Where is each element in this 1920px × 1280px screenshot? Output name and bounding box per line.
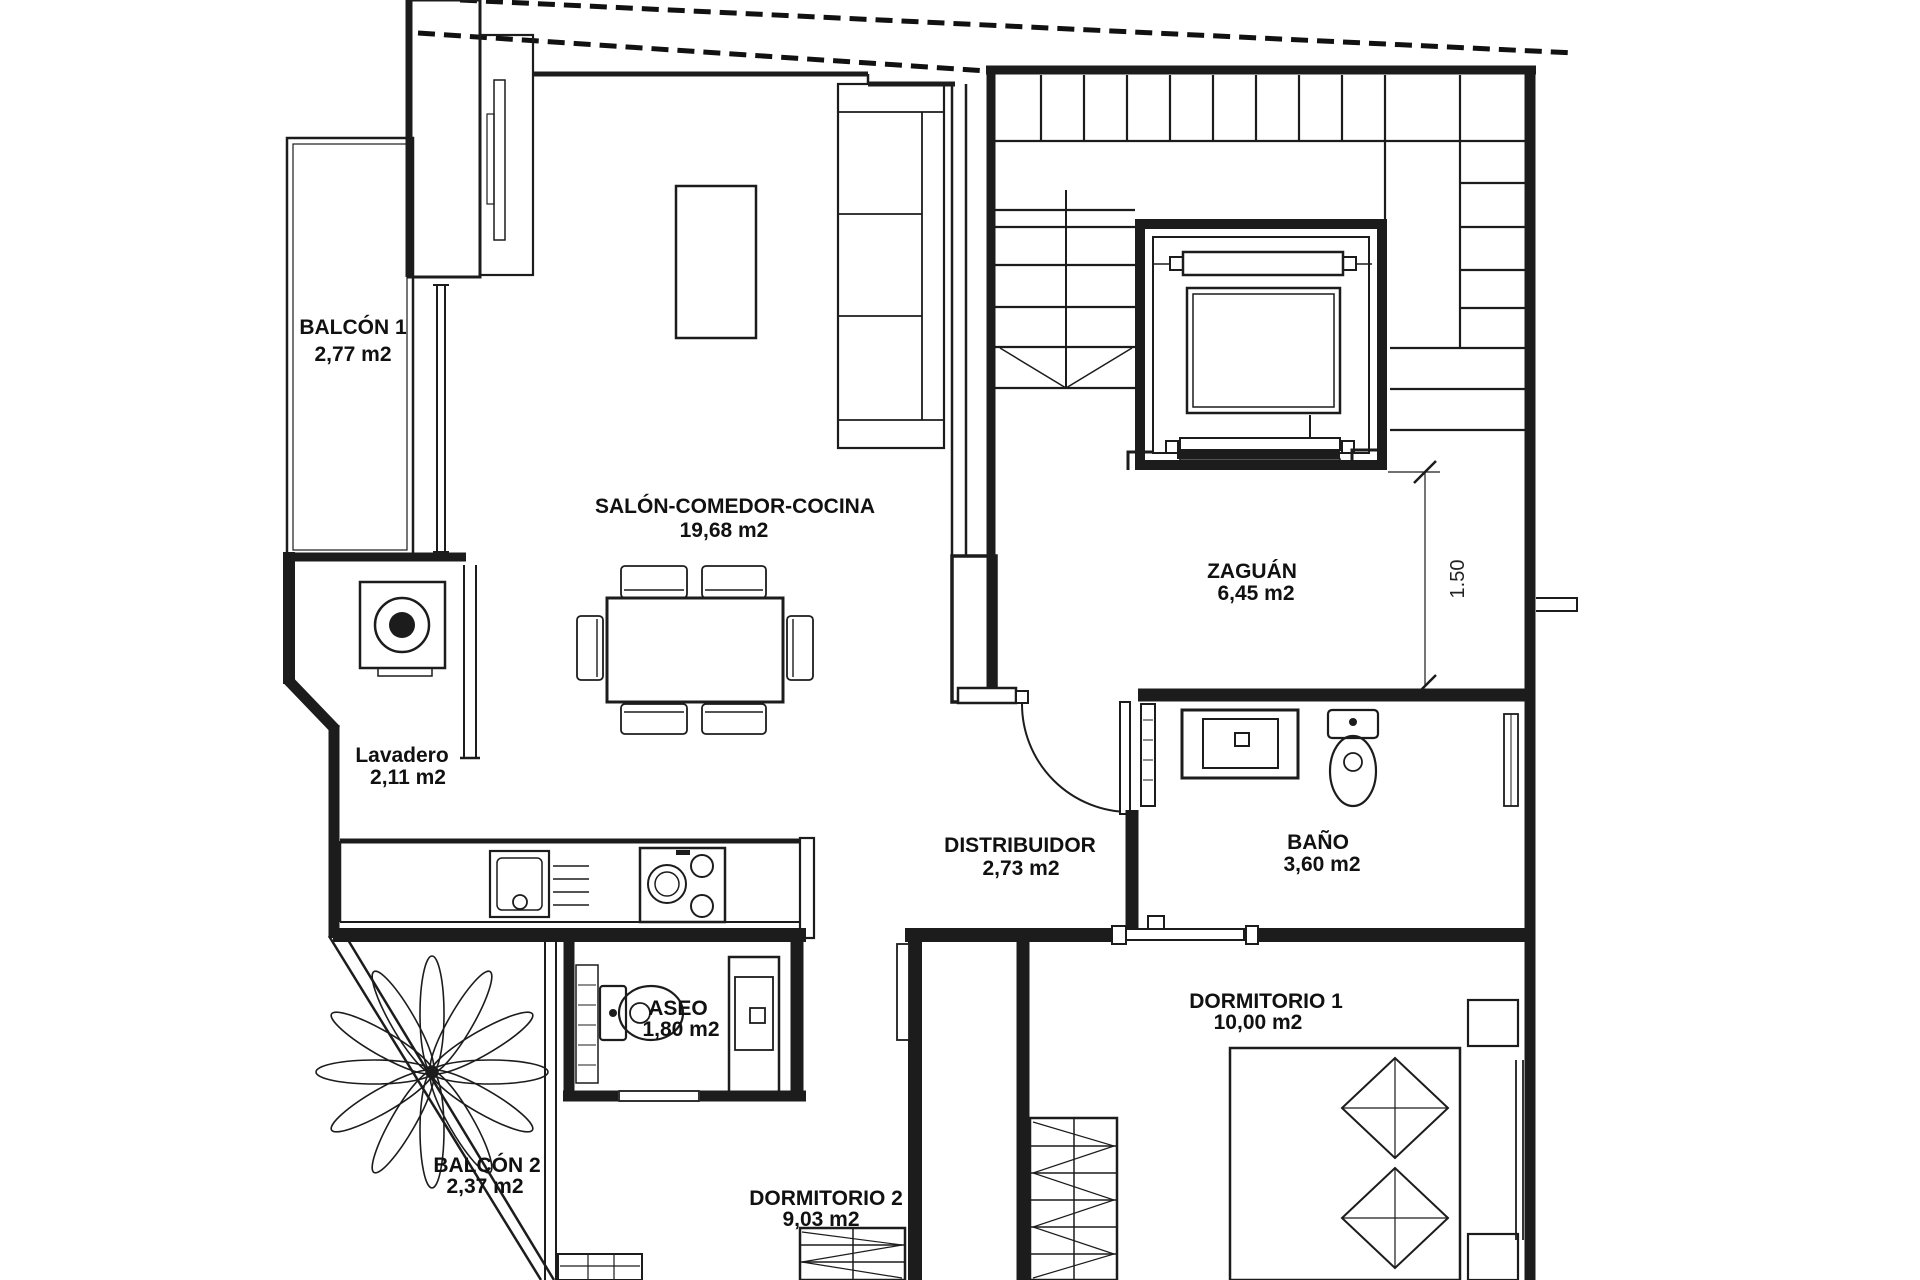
bedroom-1-window bbox=[1515, 1060, 1524, 1240]
balcony-2 bbox=[284, 676, 557, 1280]
living-room-walls bbox=[533, 71, 998, 704]
bedroom-walls bbox=[333, 915, 1530, 1280]
wardrobe-2 bbox=[798, 1226, 907, 1280]
bathroom-radiator bbox=[1503, 713, 1519, 807]
aseo bbox=[563, 942, 806, 1102]
dimension-label: 1.50 bbox=[1447, 560, 1469, 599]
lavadero-partition bbox=[283, 552, 480, 760]
bathroom bbox=[1125, 703, 1519, 928]
room-area-dormitorio-2: 9,03 m2 bbox=[782, 1208, 859, 1231]
plant bbox=[315, 955, 549, 1189]
kitchen-counter bbox=[338, 836, 816, 940]
room-label-distribuidor: DISTRIBUIDOR bbox=[944, 834, 1096, 857]
balcony-1 bbox=[285, 136, 466, 562]
room-labels: BALCÓN 1 2,77 m2 SALÓN-COMEDOR-COCINA 19… bbox=[299, 315, 1360, 1231]
room-label-zaguan: ZAGUÁN bbox=[1207, 560, 1297, 583]
room-label-dormitorio-2: DORMITORIO 2 bbox=[749, 1187, 903, 1210]
right-wall-window-sill bbox=[1536, 597, 1578, 612]
room-area-zaguan: 6,45 m2 bbox=[1217, 582, 1294, 605]
room-area-aseo: 1,80 m2 bbox=[642, 1018, 719, 1041]
stove bbox=[638, 846, 727, 924]
elevator bbox=[1126, 219, 1387, 470]
room-area-bano: 3,60 m2 bbox=[1283, 853, 1360, 876]
bathroom-sink bbox=[1180, 708, 1300, 780]
bathroom-toilet bbox=[1326, 708, 1380, 808]
staircase bbox=[995, 75, 1526, 432]
dresser bbox=[557, 1253, 643, 1280]
room-label-dormitorio-1: DORMITORIO 1 bbox=[1189, 990, 1343, 1013]
room-label-balcon-1: BALCÓN 1 bbox=[299, 315, 407, 339]
bedroom-1-furniture bbox=[1028, 998, 1524, 1280]
aseo-door bbox=[618, 1090, 700, 1102]
entrance-door bbox=[956, 686, 1530, 815]
room-area-lavadero: 2,11 m2 bbox=[370, 766, 446, 789]
dining-set bbox=[576, 565, 814, 735]
stairwell-walls bbox=[986, 65, 1536, 1280]
room-area-balcon-1: 2,77 m2 bbox=[314, 343, 391, 366]
room-area-salon: 19,68 m2 bbox=[680, 519, 769, 542]
balcony-window bbox=[433, 284, 449, 553]
sofa bbox=[836, 82, 946, 450]
wardrobe-1 bbox=[1028, 1116, 1119, 1280]
bedroom-2-door bbox=[896, 943, 910, 1041]
nightstand-top bbox=[1466, 998, 1520, 1048]
room-label-balcon-2: BALCÓN 2 bbox=[433, 1153, 540, 1177]
bed bbox=[1228, 1046, 1462, 1280]
room-label-aseo: ASEO bbox=[648, 997, 708, 1020]
storage-columns bbox=[405, 0, 535, 279]
aseo-sink bbox=[727, 955, 781, 1100]
kitchen-sink bbox=[488, 849, 589, 919]
bedroom-1-door bbox=[1125, 915, 1245, 941]
room-label-lavadero: Lavadero bbox=[355, 744, 448, 767]
room-area-balcon-2: 2,37 m2 bbox=[446, 1175, 523, 1198]
bedroom-2-furniture bbox=[557, 1226, 907, 1280]
room-label-salon: SALÓN-COMEDOR-COCINA bbox=[595, 494, 875, 518]
dashed-boundary-lines bbox=[417, 0, 1576, 74]
washing-machine bbox=[358, 580, 447, 677]
room-area-distribuidor: 2,73 m2 bbox=[982, 857, 1059, 880]
room-area-dormitorio-1: 10,00 m2 bbox=[1214, 1011, 1303, 1034]
dimension-1-50: 1.50 bbox=[1388, 460, 1469, 698]
aseo-shower-screen bbox=[575, 964, 599, 1084]
kitchen-island bbox=[674, 184, 758, 340]
nightstand-bottom bbox=[1466, 1232, 1520, 1280]
bathroom-door bbox=[1140, 703, 1156, 807]
aseo-toilet bbox=[598, 984, 685, 1042]
room-label-bano: BAÑO bbox=[1287, 831, 1349, 854]
